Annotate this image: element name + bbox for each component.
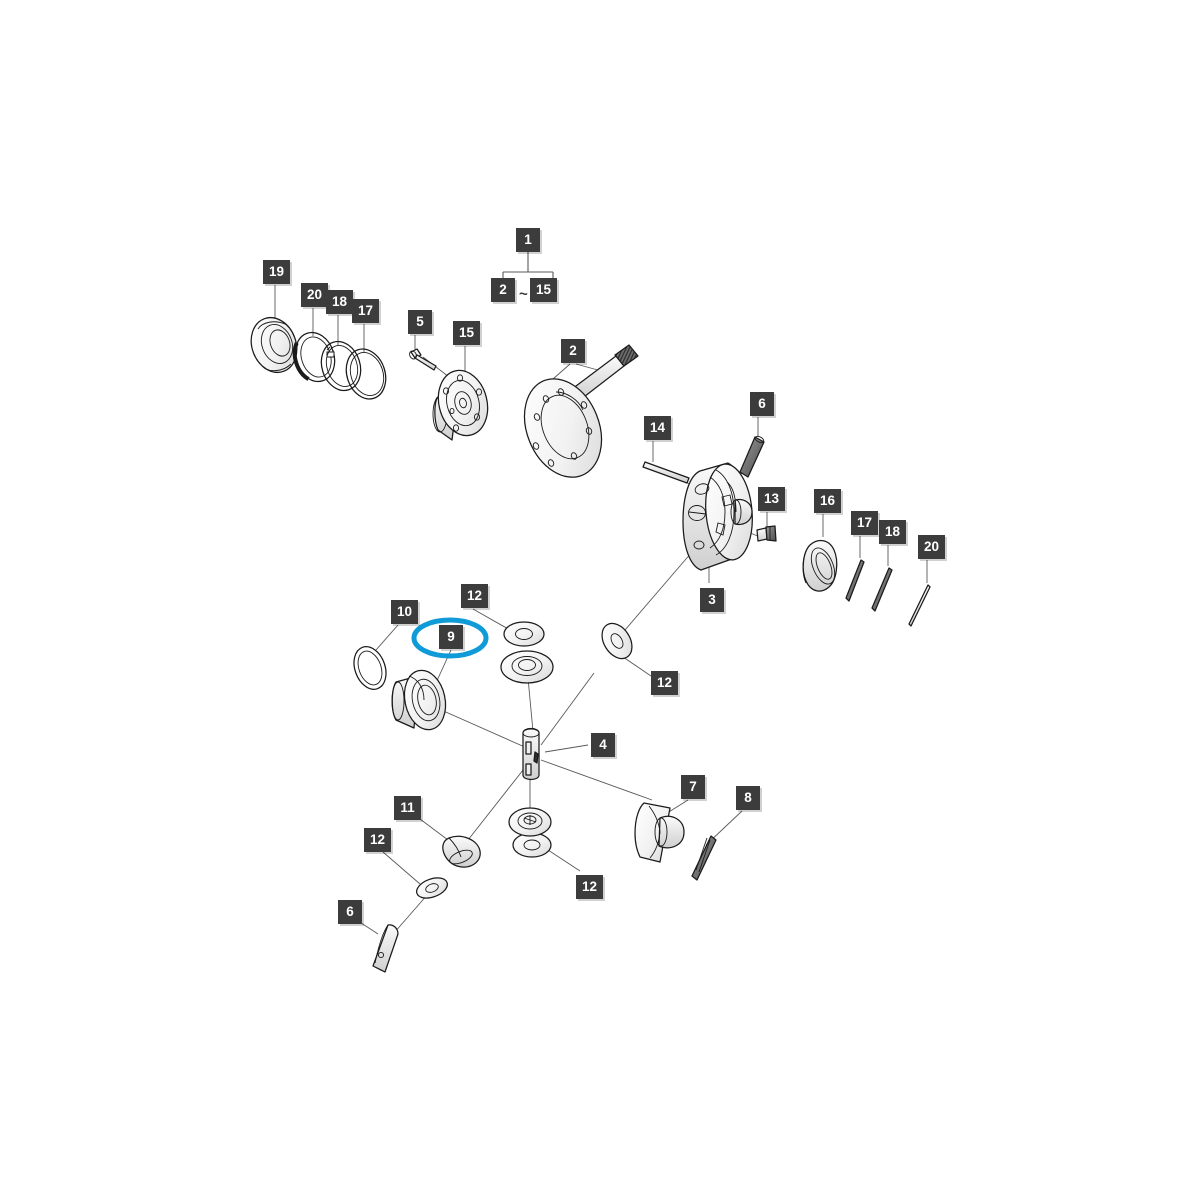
part-9-splined-yoke <box>391 669 447 731</box>
callout-4[interactable]: 4 <box>591 733 615 757</box>
part-6-roll-pin-upper <box>739 435 765 478</box>
part-6-roll-pin-lower <box>372 924 399 973</box>
callout-16[interactable]: 16 <box>814 489 841 513</box>
callout-1[interactable]: 1 <box>516 228 540 252</box>
part-bearing-cup-lower <box>508 807 552 837</box>
part-10-o-ring <box>353 646 387 690</box>
callout-19[interactable]: 19 <box>263 260 290 284</box>
callout-20[interactable]: 20 <box>918 535 945 559</box>
callout-5[interactable]: 5 <box>408 310 432 334</box>
callout-12[interactable]: 12 <box>651 671 678 695</box>
part-14-dowel-pin <box>642 461 690 484</box>
part-12-washer-top <box>503 621 545 647</box>
part-12-washer-right <box>601 622 633 660</box>
part-17-needle-right <box>845 559 865 602</box>
part-12-washer-bottom <box>512 832 552 858</box>
callout-13[interactable]: 13 <box>758 487 785 511</box>
callout-6[interactable]: 6 <box>338 900 362 924</box>
callout-8[interactable]: 8 <box>736 786 760 810</box>
callout-17[interactable]: 17 <box>851 511 878 535</box>
part-19-bearing <box>250 317 298 373</box>
part-7-yoke-end <box>634 802 685 863</box>
part-3-knuckle-housing <box>682 462 753 571</box>
callout-11[interactable]: 11 <box>394 796 421 820</box>
bracket-tilde: ~ <box>519 286 528 303</box>
part-17-shim-ring <box>345 348 387 400</box>
part-12-washer-lower-left <box>416 877 448 899</box>
callout-14[interactable]: 14 <box>644 416 671 440</box>
callout-10[interactable]: 10 <box>391 600 418 624</box>
callout-17[interactable]: 17 <box>352 299 379 323</box>
part-18-shim-ring <box>320 340 362 392</box>
part-15-wheel-hub <box>432 369 489 441</box>
callout-2[interactable]: 2 <box>561 339 585 363</box>
part-20-needle-right <box>908 584 931 627</box>
part-12-washer-upper-stack <box>500 650 554 684</box>
callout-15[interactable]: 15 <box>453 321 480 345</box>
callout-9[interactable]: 9 <box>439 625 463 649</box>
part-13-grease-bolt <box>756 525 777 542</box>
part-5-bolt <box>409 348 437 371</box>
callout-18[interactable]: 18 <box>326 290 353 314</box>
part-16-oil-seal <box>802 539 838 592</box>
callout-6[interactable]: 6 <box>750 392 774 416</box>
callout-15[interactable]: 15 <box>530 278 557 302</box>
callout-18[interactable]: 18 <box>879 520 906 544</box>
callout-12[interactable]: 12 <box>461 584 488 608</box>
part-11-bearing-cap <box>442 835 481 868</box>
part-2-axle-shaft-flange <box>523 344 639 478</box>
part-8-needle-roller <box>691 835 717 881</box>
callout-12[interactable]: 12 <box>364 828 391 852</box>
part-18-needle-right <box>871 567 893 612</box>
callout-3[interactable]: 3 <box>700 588 724 612</box>
callout-2[interactable]: 2 <box>491 278 515 302</box>
part-20-snap-ring <box>292 331 336 383</box>
callout-12[interactable]: 12 <box>576 875 603 899</box>
callout-20[interactable]: 20 <box>301 283 328 307</box>
part-4-universal-joint-spider <box>522 727 540 781</box>
callout-7[interactable]: 7 <box>681 775 705 799</box>
